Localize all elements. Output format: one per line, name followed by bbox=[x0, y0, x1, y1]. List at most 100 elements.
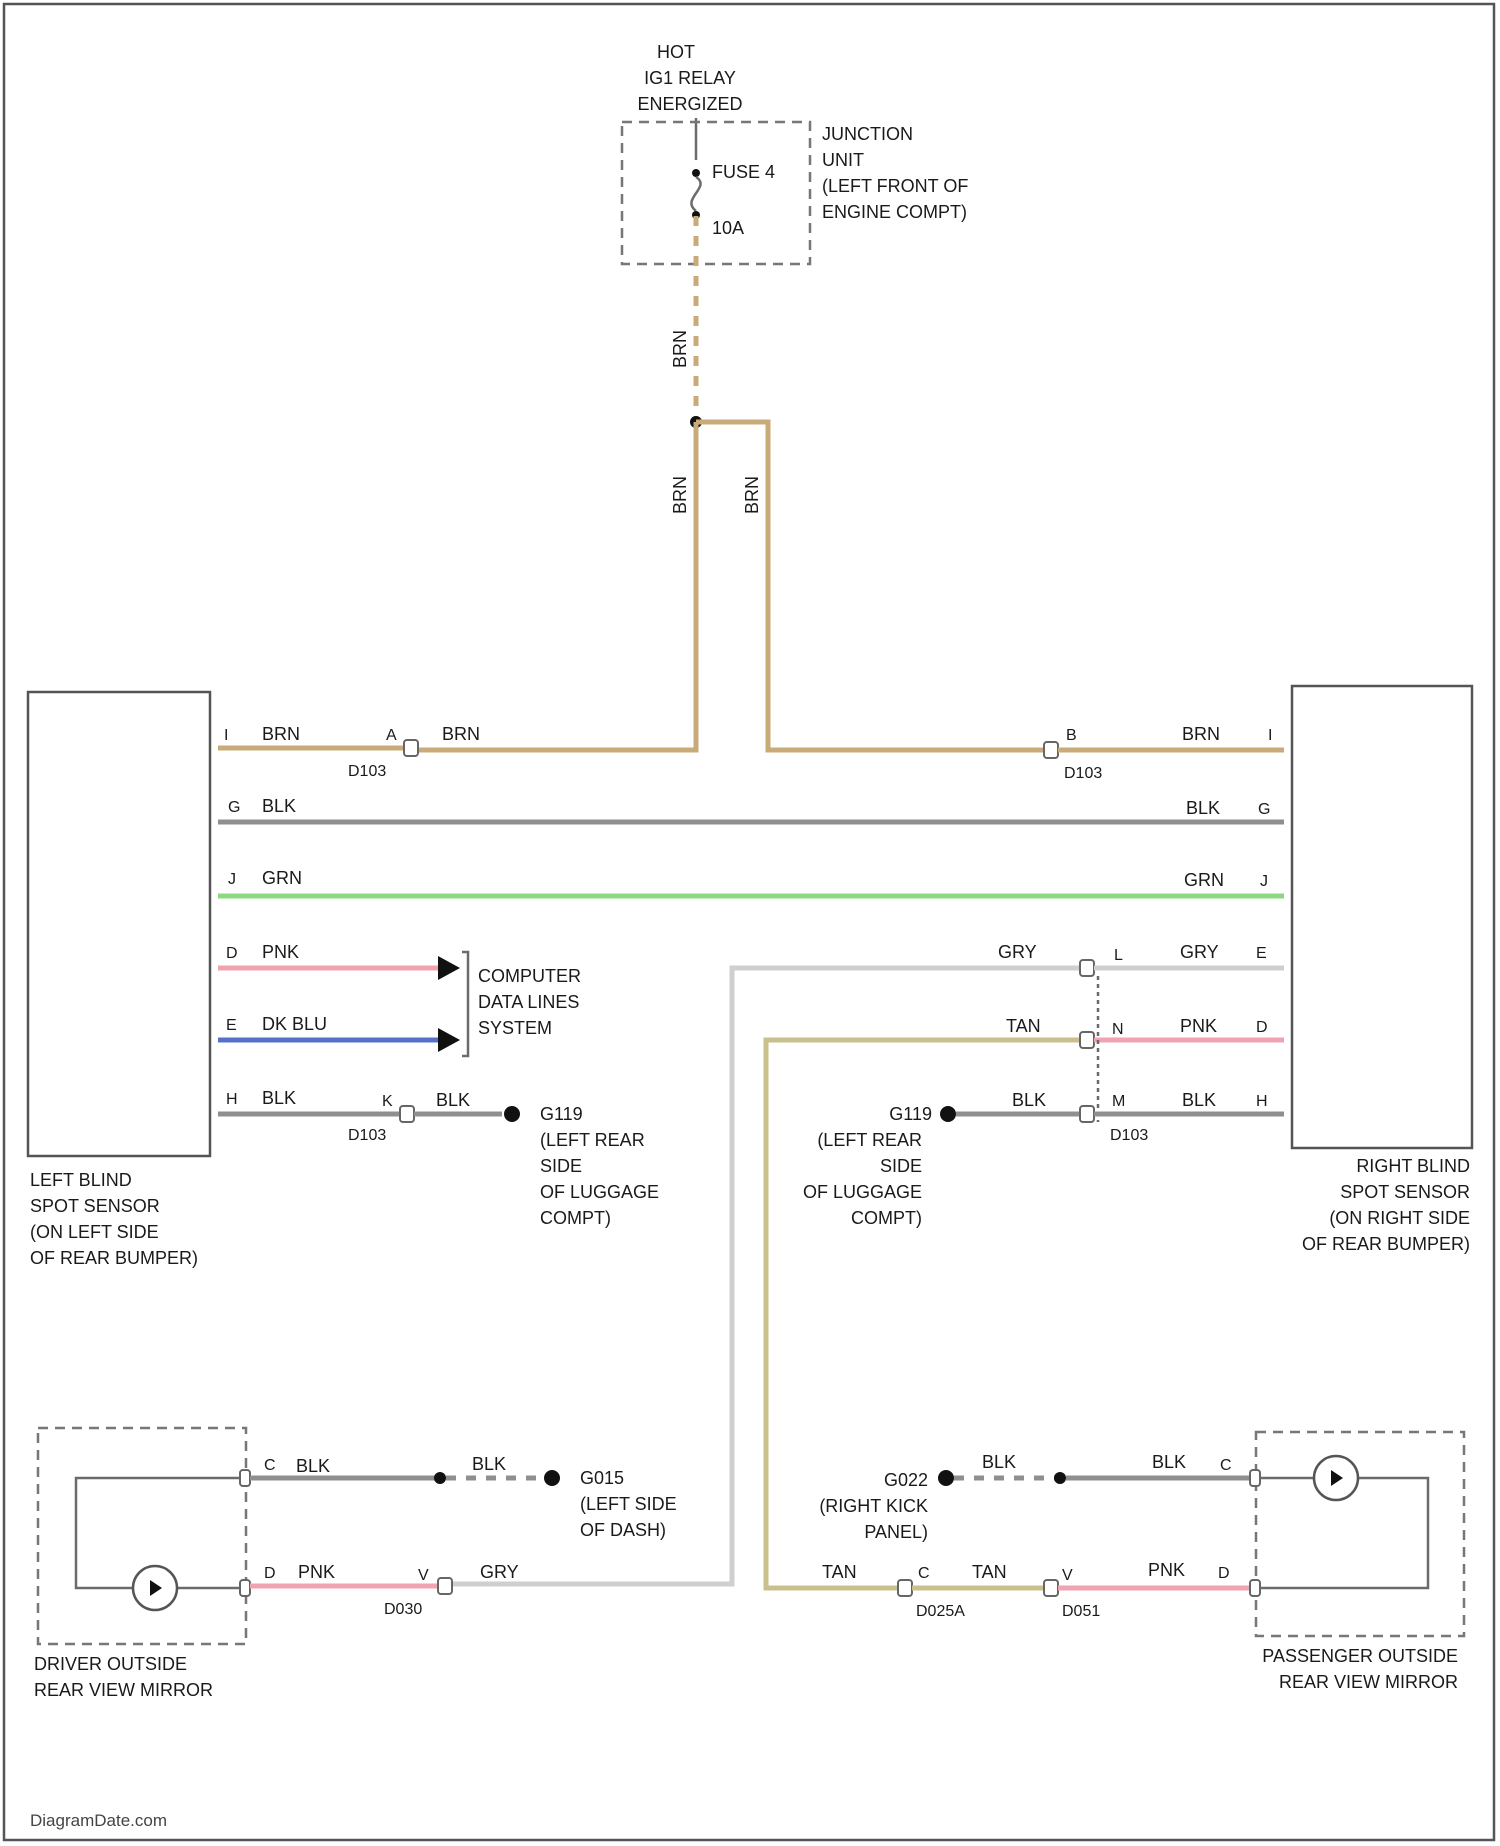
left-pin-e: E bbox=[226, 1017, 237, 1034]
passenger-tan-label-2: TAN bbox=[972, 1562, 1007, 1582]
diagram-frame bbox=[4, 4, 1494, 1840]
hot-label: HOT bbox=[657, 42, 695, 62]
right-ground-loc-4: COMPT) bbox=[851, 1208, 922, 1228]
right-blk-ground-label: BLK bbox=[1012, 1090, 1046, 1110]
right-pin-l: L bbox=[1114, 947, 1123, 964]
right-pin-n: N bbox=[1112, 1021, 1124, 1038]
left-blk-ground-label-2: BLK bbox=[436, 1090, 470, 1110]
data-lines-label-1: COMPUTER bbox=[478, 966, 581, 986]
junction-unit: FUSE 4 10A JUNCTION UNIT (LEFT FRONT OF … bbox=[622, 122, 968, 264]
energized-label: ENERGIZED bbox=[637, 94, 742, 114]
fuse-terminal-top bbox=[692, 169, 700, 177]
right-gry-out-label: GRY bbox=[1180, 942, 1219, 962]
driver-ground-id: G015 bbox=[580, 1468, 624, 1488]
right-sensor-box bbox=[1292, 686, 1472, 1148]
left-sensor-caption-4: OF REAR BUMPER) bbox=[30, 1248, 198, 1268]
right-blk-label: BLK bbox=[1186, 798, 1220, 818]
passenger-tan-label: TAN bbox=[822, 1562, 857, 1582]
driver-gry-label: GRY bbox=[480, 1562, 519, 1582]
left-pin-h: H bbox=[226, 1091, 238, 1108]
right-pin-g: G bbox=[1258, 801, 1270, 818]
right-tan-in-label: TAN bbox=[1006, 1016, 1041, 1036]
right-blk-ground-label-2: BLK bbox=[1182, 1090, 1216, 1110]
driver-ground-loc-2: OF DASH) bbox=[580, 1520, 666, 1540]
driver-mirror-box bbox=[38, 1428, 246, 1644]
right-pin-h: H bbox=[1256, 1093, 1268, 1110]
left-pin-j: J bbox=[228, 871, 236, 888]
watermark: DiagramDate.com bbox=[30, 1811, 167, 1830]
left-brn-label-2: BRN bbox=[442, 724, 480, 744]
right-brn-label: BRN bbox=[1182, 724, 1220, 744]
left-connector-d103-2: D103 bbox=[348, 1127, 386, 1144]
driver-blk-label: BLK bbox=[296, 1456, 330, 1476]
junction-label-4: ENGINE COMPT) bbox=[822, 202, 967, 222]
junction-label-2: UNIT bbox=[822, 150, 864, 170]
left-ground-loc-1: (LEFT REAR bbox=[540, 1130, 645, 1150]
driver-blk-splice bbox=[434, 1472, 446, 1484]
passenger-blk-label: BLK bbox=[982, 1452, 1016, 1472]
right-feed-wire bbox=[696, 422, 1050, 750]
left-pin-d: D bbox=[226, 945, 238, 962]
right-pnk-out-label: PNK bbox=[1180, 1016, 1217, 1036]
passenger-pin-c: C bbox=[1220, 1457, 1232, 1474]
right-pin-b: B bbox=[1066, 727, 1077, 744]
ground-icon bbox=[544, 1470, 560, 1486]
passenger-ground-loc-1: (RIGHT KICK bbox=[819, 1496, 928, 1516]
right-sensor-caption-4: OF REAR BUMPER) bbox=[1302, 1234, 1470, 1254]
left-feed-color: BRN bbox=[670, 476, 690, 514]
right-ground-connector bbox=[1080, 1106, 1094, 1122]
passenger-connector-d051: D051 bbox=[1062, 1603, 1100, 1620]
left-pnk-label: PNK bbox=[262, 942, 299, 962]
right-sensor-caption-2: SPOT SENSOR bbox=[1340, 1182, 1470, 1202]
power-source: HOT IG1 RELAY ENERGIZED bbox=[637, 42, 742, 160]
right-pin-e: E bbox=[1256, 945, 1267, 962]
right-connector-d103: D103 bbox=[1064, 765, 1102, 782]
right-grn-label: GRN bbox=[1184, 870, 1224, 890]
passenger-mirror-box bbox=[1256, 1432, 1464, 1636]
right-brn-connector bbox=[1044, 742, 1058, 758]
left-connector-d103: D103 bbox=[348, 763, 386, 780]
relay-label: IG1 RELAY bbox=[644, 68, 736, 88]
passenger-blk-splice bbox=[1054, 1472, 1066, 1484]
left-pin-a: A bbox=[386, 727, 397, 744]
left-blk-label: BLK bbox=[262, 796, 296, 816]
passenger-blk-label-2: BLK bbox=[1152, 1452, 1186, 1472]
left-dkblu-label: DK BLU bbox=[262, 1014, 327, 1034]
right-blind-spot-sensor: RIGHT BLIND SPOT SENSOR (ON RIGHT SIDE O… bbox=[1292, 686, 1472, 1254]
driver-pin-d: D bbox=[264, 1565, 276, 1582]
right-pin-d: D bbox=[1256, 1019, 1268, 1036]
driver-pnk-label: PNK bbox=[298, 1562, 335, 1582]
left-grn-label: GRN bbox=[262, 868, 302, 888]
driver-mirror-caption-1: DRIVER OUTSIDE bbox=[34, 1654, 187, 1674]
driver-d-terminal bbox=[240, 1580, 250, 1596]
data-lines-bracket bbox=[462, 952, 468, 1056]
passenger-pin-d: D bbox=[1218, 1565, 1230, 1582]
passenger-mirror-caption-1: PASSENGER OUTSIDE bbox=[1262, 1646, 1458, 1666]
left-blk-ground-label: BLK bbox=[262, 1088, 296, 1108]
left-ground-id: G119 bbox=[540, 1104, 583, 1124]
driver-ground-loc-1: (LEFT SIDE bbox=[580, 1494, 677, 1514]
driver-mirror-caption-2: REAR VIEW MIRROR bbox=[34, 1680, 213, 1700]
driver-mirror: DRIVER OUTSIDE REAR VIEW MIRROR bbox=[34, 1428, 250, 1700]
left-ground-connector bbox=[400, 1106, 414, 1122]
junction-unit-box bbox=[622, 122, 810, 264]
right-connector-d103-2: D103 bbox=[1110, 1127, 1148, 1144]
passenger-pin-v: V bbox=[1062, 1567, 1073, 1584]
driver-c-terminal bbox=[240, 1470, 250, 1486]
right-feed-color: BRN bbox=[742, 476, 762, 514]
data-lines-label-3: SYSTEM bbox=[478, 1018, 552, 1038]
driver-pin-v: V bbox=[418, 1567, 429, 1584]
junction-label-3: (LEFT FRONT OF bbox=[822, 176, 968, 196]
left-ground-loc-3: OF LUGGAGE bbox=[540, 1182, 659, 1202]
right-sensor-caption-3: (ON RIGHT SIDE bbox=[1329, 1208, 1470, 1228]
right-gry-connector bbox=[1080, 960, 1094, 976]
driver-v-connector bbox=[438, 1578, 452, 1594]
left-pin-i: I bbox=[224, 727, 228, 744]
fuse-label: FUSE 4 bbox=[712, 162, 775, 182]
left-sensor-box bbox=[28, 692, 210, 1156]
arrow-icon bbox=[438, 1028, 460, 1052]
feed-color-label: BRN bbox=[670, 330, 690, 368]
ground-icon bbox=[504, 1106, 520, 1122]
right-ground-loc-2: SIDE bbox=[880, 1156, 922, 1176]
